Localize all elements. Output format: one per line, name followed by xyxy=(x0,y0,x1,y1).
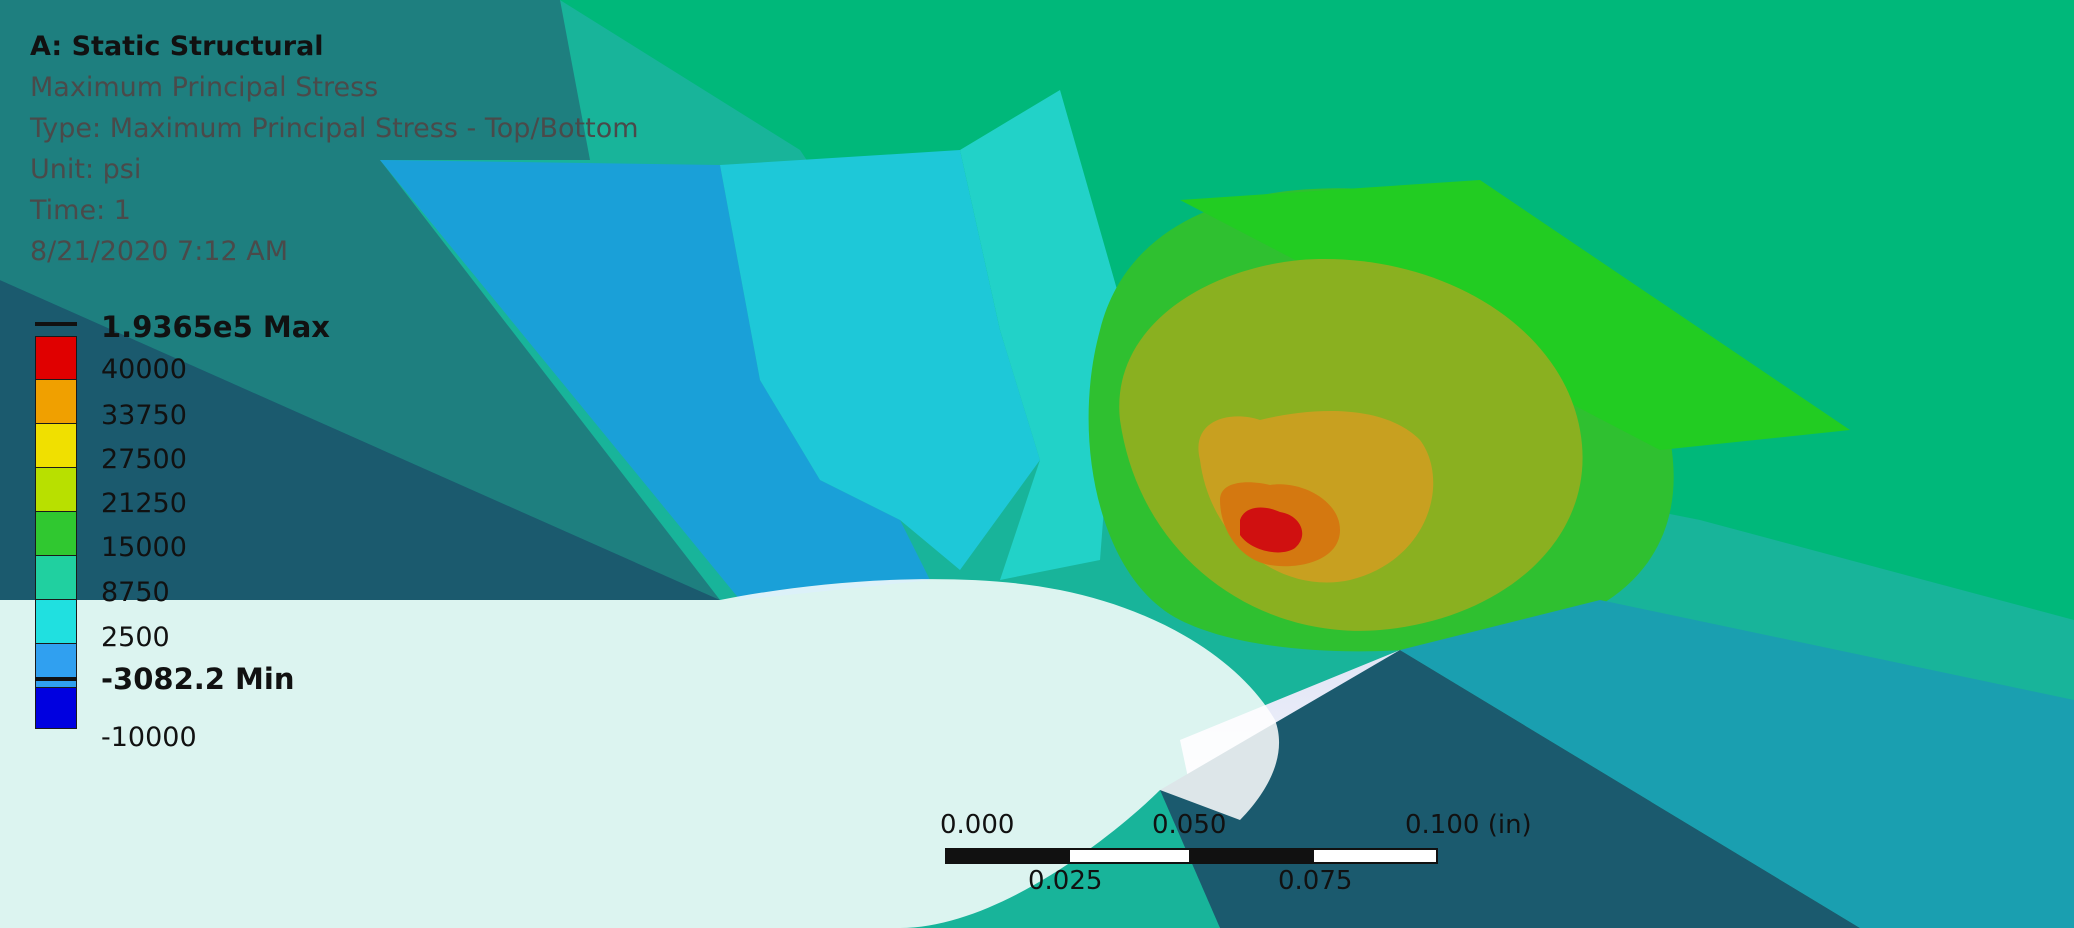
legend-swatch-0 xyxy=(35,336,77,380)
scale-tick-100: 0.100 (in) xyxy=(1405,810,1532,840)
result-time: Time: 1 xyxy=(30,195,131,226)
scale-tick-050: 0.050 xyxy=(1152,810,1227,840)
legend-max-label: 1.9365e5 Max xyxy=(101,310,330,344)
legend-swatch-1 xyxy=(35,379,77,424)
scale-tick-075: 0.075 xyxy=(1278,866,1353,896)
legend-level-1: 33750 xyxy=(101,400,187,431)
legend-swatch-6 xyxy=(35,599,77,644)
legend-swatch-5 xyxy=(35,555,77,600)
scale-seg-1 xyxy=(945,848,1070,864)
legend-level-2: 27500 xyxy=(101,444,187,475)
scale-seg-4 xyxy=(1312,848,1438,864)
legend-level-5: 8750 xyxy=(101,577,170,608)
teal-lower-right xyxy=(1400,600,2074,928)
cyan-region xyxy=(720,150,1040,570)
analysis-title: A: Static Structural xyxy=(30,31,324,62)
legend-max-marker xyxy=(35,322,77,326)
hole-cutout xyxy=(0,579,1280,928)
scale-bar: 0.000 0.050 0.100 (in) 0.025 0.075 xyxy=(940,810,1532,896)
green-light-wedge xyxy=(1180,180,1850,450)
legend-min-label: -3082.2 Min xyxy=(101,662,295,696)
legend-swatch-7 xyxy=(35,643,77,688)
legend-level-6: 2500 xyxy=(101,622,170,653)
legend-level-0: 40000 xyxy=(101,354,187,385)
blue-region xyxy=(380,160,930,600)
legend-swatch-4 xyxy=(35,511,77,556)
result-type: Type: Maximum Principal Stress - Top/Bot… xyxy=(30,113,639,144)
flange-dark-left xyxy=(0,0,720,600)
result-unit: Unit: psi xyxy=(30,154,142,185)
legend-level-3: 21250 xyxy=(101,488,187,519)
red-hotspot xyxy=(1240,507,1303,553)
cyan-region-2 xyxy=(960,90,1120,580)
legend-swatch-8 xyxy=(35,687,77,729)
flange-shadow xyxy=(0,280,720,600)
scale-tick-025: 0.025 xyxy=(1028,866,1103,896)
legend-min-marker xyxy=(35,677,77,681)
result-info: A: Static Structural Maximum Principal S… xyxy=(30,26,639,272)
legend-swatch-2 xyxy=(35,423,77,468)
result-timestamp: 8/21/2020 7:12 AM xyxy=(30,236,289,267)
legend-swatch-3 xyxy=(35,467,77,512)
result-name: Maximum Principal Stress xyxy=(30,72,379,103)
legend-level-7: -10000 xyxy=(101,722,197,753)
scale-seg-2 xyxy=(1068,848,1191,864)
scale-seg-3 xyxy=(1189,848,1314,864)
scale-tick-0: 0.000 xyxy=(940,810,1015,840)
legend-level-4: 15000 xyxy=(101,532,187,563)
